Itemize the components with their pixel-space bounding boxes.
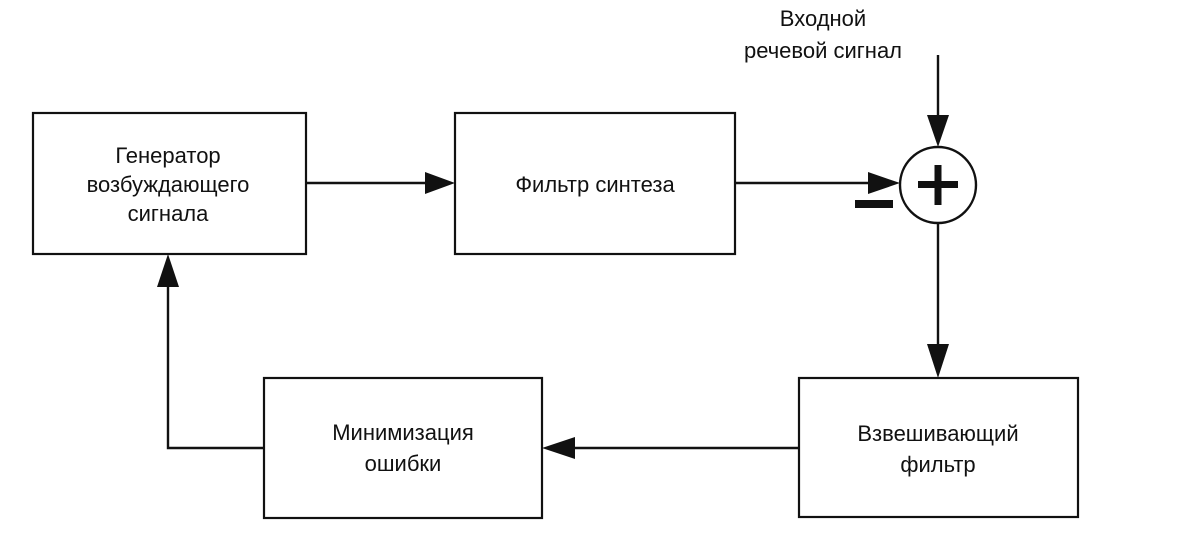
arrow-summer-to-weighting (927, 223, 949, 378)
excitation-generator-block: Генератор возбуждающего сигнала (31, 111, 308, 256)
minus-icon (855, 200, 893, 208)
error-minimization-label-line2: ошибки (365, 451, 442, 476)
arrow-minimization-to-generator (157, 254, 264, 450)
arrow-generator-to-synthesis (306, 172, 455, 194)
excitation-generator-label-line1: Генератор (115, 143, 220, 168)
plus-icon (918, 165, 958, 205)
arrow-weighting-to-minimization (542, 437, 799, 459)
arrow-input-to-summer (927, 55, 949, 147)
error-minimization-label-line1: Минимизация (332, 420, 474, 445)
excitation-generator-label-line3: сигнала (128, 201, 210, 226)
input-signal-label-line2: речевой сигнал (744, 38, 902, 63)
weighting-filter-label-line2: фильтр (900, 452, 975, 477)
input-signal-label-line1: Входной (780, 6, 866, 31)
input-signal-label: Входной речевой сигнал (744, 6, 902, 63)
excitation-generator-label-line2: возбуждающего (87, 172, 250, 197)
synthesis-filter-block: Фильтр синтеза (453, 111, 737, 256)
error-minimization-block: Минимизация ошибки (262, 376, 544, 520)
weighting-filter-label-line1: Взвешивающий (857, 421, 1018, 446)
arrow-synthesis-to-summer (735, 172, 900, 194)
weighting-filter-block: Взвешивающий фильтр (797, 376, 1080, 519)
synthesis-filter-label: Фильтр синтеза (515, 172, 675, 197)
